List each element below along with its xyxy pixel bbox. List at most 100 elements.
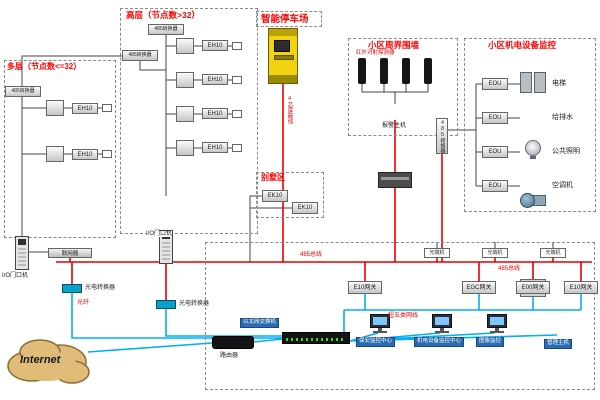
floor-distributor [46, 100, 64, 116]
eh10-unit: EH10 [202, 40, 228, 51]
router-label: 路由器 [220, 353, 239, 359]
screen-icon [373, 317, 387, 325]
gateway-device: E10网关 [564, 281, 598, 294]
pump-impeller-icon [520, 193, 535, 208]
alarm-panel-icon [381, 177, 409, 180]
monitor-icon [432, 314, 452, 328]
workstation-label: 保安监控中心 [356, 337, 396, 347]
equipment-label: 小区机电设备监控 [488, 40, 557, 50]
eh10-unit: EH10 [202, 108, 228, 119]
eou-unit: EOU [482, 146, 508, 158]
switch-ports-icon [286, 338, 346, 341]
floor-distributor [176, 38, 194, 54]
infrared-detector-icon [380, 58, 388, 84]
bus-line-label: 485总线 [300, 252, 323, 258]
internet-cloud-icon: Internet [2, 330, 92, 388]
door-keypad-icon [162, 242, 170, 261]
infrared-detector-icon [424, 58, 432, 84]
section-high-rise [120, 8, 258, 234]
multi-floor-label: 多层（节点数<=32） [7, 62, 82, 71]
cloud-shape [7, 339, 90, 384]
monitor-icon [487, 314, 507, 328]
monitor-stand-icon [378, 328, 382, 331]
infrared-detector-label: 红外对射探测器 [356, 50, 395, 56]
elevator-icon [520, 72, 546, 93]
kiosk-slot-icon [274, 55, 294, 60]
section-parking [256, 11, 322, 27]
floor-distributor [176, 72, 194, 88]
workstation-icon [370, 314, 390, 333]
public-lighting-icon [520, 140, 546, 160]
indoor-unit [232, 144, 242, 152]
equipment-name: 给排水 [552, 114, 573, 121]
door-keypad-icon [18, 248, 26, 267]
shielded-cable-label: 4芯屏蔽线 [286, 96, 293, 124]
section-control-center [205, 242, 595, 390]
monitor-stand-icon [440, 328, 444, 331]
eou-unit: EOU [482, 112, 508, 124]
section-perimeter [348, 38, 458, 136]
parking-label: 智能停车场 [261, 14, 309, 25]
floor-distributor [46, 146, 64, 162]
indoor-unit [102, 104, 112, 112]
ek10-unit: EK10 [262, 190, 288, 202]
internet-label: Internet [20, 354, 61, 366]
door-station-label: I/O门口机 [146, 231, 173, 237]
monitor-icon [370, 314, 390, 328]
gateway-device: E10网关 [348, 281, 382, 294]
eh10-unit: EH10 [72, 103, 98, 114]
section-villa [256, 172, 324, 218]
floor-distributor [176, 140, 194, 156]
bulb-icon [525, 140, 541, 156]
monitor-stand-icon [495, 328, 499, 331]
workstation-icon [432, 314, 452, 333]
indoor-unit [232, 76, 242, 84]
fiber-converter-device [156, 300, 176, 309]
parking-kiosk-icon [268, 28, 298, 84]
kiosk-screen-icon [274, 40, 290, 52]
rs485-converter: 485转换器 [122, 50, 158, 61]
rs485-converter: 485转换器 [148, 24, 184, 35]
rs485-converter: 485转换器 [436, 118, 448, 154]
section-multi-floor [4, 60, 116, 238]
section-equipment [464, 38, 596, 212]
equipment-name: 电梯 [552, 80, 566, 87]
eh10-unit: EH10 [202, 74, 228, 85]
ek10-unit: EK10 [292, 202, 318, 214]
switch-label: 以太网交换机 [240, 318, 280, 328]
network-unit: 联网器 [48, 248, 92, 258]
ethernet-switch-device [282, 332, 350, 344]
gateway-device: EGC网关 [462, 281, 496, 294]
router-device [212, 336, 254, 349]
perimeter-label: 小区周界围墙 [368, 40, 420, 50]
villa-label: 别墅区 [261, 173, 285, 182]
optical-terminal: 光端机 [540, 248, 566, 258]
cat5-line-label: 超五类网线 [388, 313, 419, 319]
optical-terminal: 光端机 [424, 248, 450, 258]
indoor-unit [232, 110, 242, 118]
screen-icon [435, 317, 449, 325]
rs485-converter: 485转换器 [5, 86, 41, 97]
door-station-label: I/O门口机 [2, 273, 29, 279]
elevator-door-icon [520, 72, 532, 93]
optical-terminal: 光端机 [482, 248, 508, 258]
bulb-base-icon [530, 156, 536, 159]
eou-unit: EOU [482, 180, 508, 192]
fiber-converter-device [62, 284, 82, 293]
equipment-name: 空调机 [552, 182, 573, 189]
screen-icon [490, 317, 504, 325]
bus-line-label: 485总线 [498, 266, 521, 272]
eh10-unit: EH10 [72, 149, 98, 160]
equipment-name: 公共照明 [552, 148, 580, 155]
workstation-icon [487, 314, 507, 333]
indoor-unit [232, 42, 242, 50]
water-pump-icon [520, 190, 546, 210]
workstation-label: 管理主机 [544, 339, 573, 349]
fiber-converter-label: 光电转换器 [85, 285, 116, 291]
monitor-base-icon [490, 331, 504, 333]
workstation-label: 机电设备监控中心 [414, 337, 465, 347]
alarm-host-device [378, 172, 412, 188]
high-rise-label: 高层（节点数>32） [126, 10, 200, 20]
elevator-door-icon [534, 72, 546, 93]
